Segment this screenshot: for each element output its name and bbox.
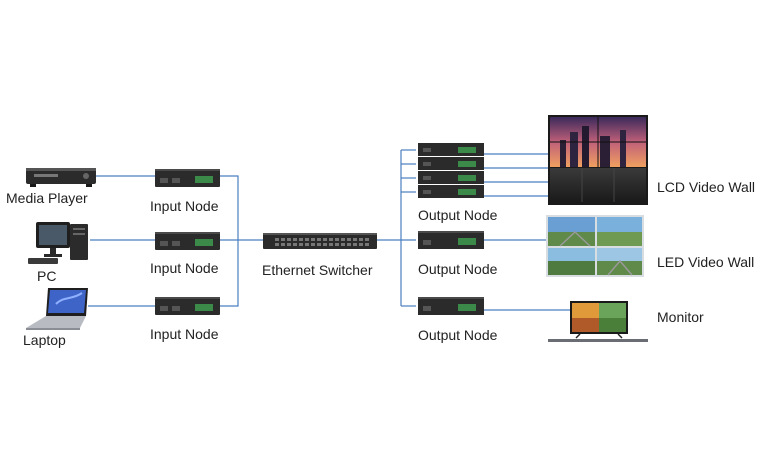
connection-lines: [88, 149, 570, 311]
ethernet-switch-icon: [263, 233, 377, 249]
laptop-icon: [26, 288, 88, 330]
led-video-wall-icon: [546, 215, 644, 277]
display-label-led-video-wall: LED Video Wall: [657, 254, 755, 270]
lcd-video-wall-icon: [548, 115, 648, 205]
input-node-icon: [155, 297, 220, 315]
source-label-laptop: Laptop: [23, 332, 66, 348]
input-node-icon: [155, 169, 220, 187]
desktop-pc-icon: [28, 222, 88, 264]
output-node-icon: [418, 297, 484, 315]
input-node-icon: [155, 232, 220, 250]
input-node-label: Input Node: [150, 198, 219, 214]
display-label-lcd-video-wall: LCD Video Wall: [657, 179, 756, 195]
input-node-label: Input Node: [150, 326, 219, 342]
link-input-nodes-bus: [220, 175, 239, 307]
ethernet-switch-label: Ethernet Switcher: [262, 262, 373, 278]
output-node-stack-icon: [418, 143, 484, 198]
output-node-label: Output Node: [418, 261, 498, 277]
output-node-label: Output Node: [418, 207, 498, 223]
display-label-monitor: Monitor: [657, 309, 704, 325]
media-player-icon: [26, 168, 96, 187]
source-label-media-player: Media Player: [6, 190, 88, 206]
output-node-label: Output Node: [418, 327, 498, 343]
output-node-icon: [418, 231, 484, 249]
input-node-label: Input Node: [150, 260, 219, 276]
monitor-icon: [548, 301, 648, 342]
source-label-pc: PC: [37, 268, 57, 284]
